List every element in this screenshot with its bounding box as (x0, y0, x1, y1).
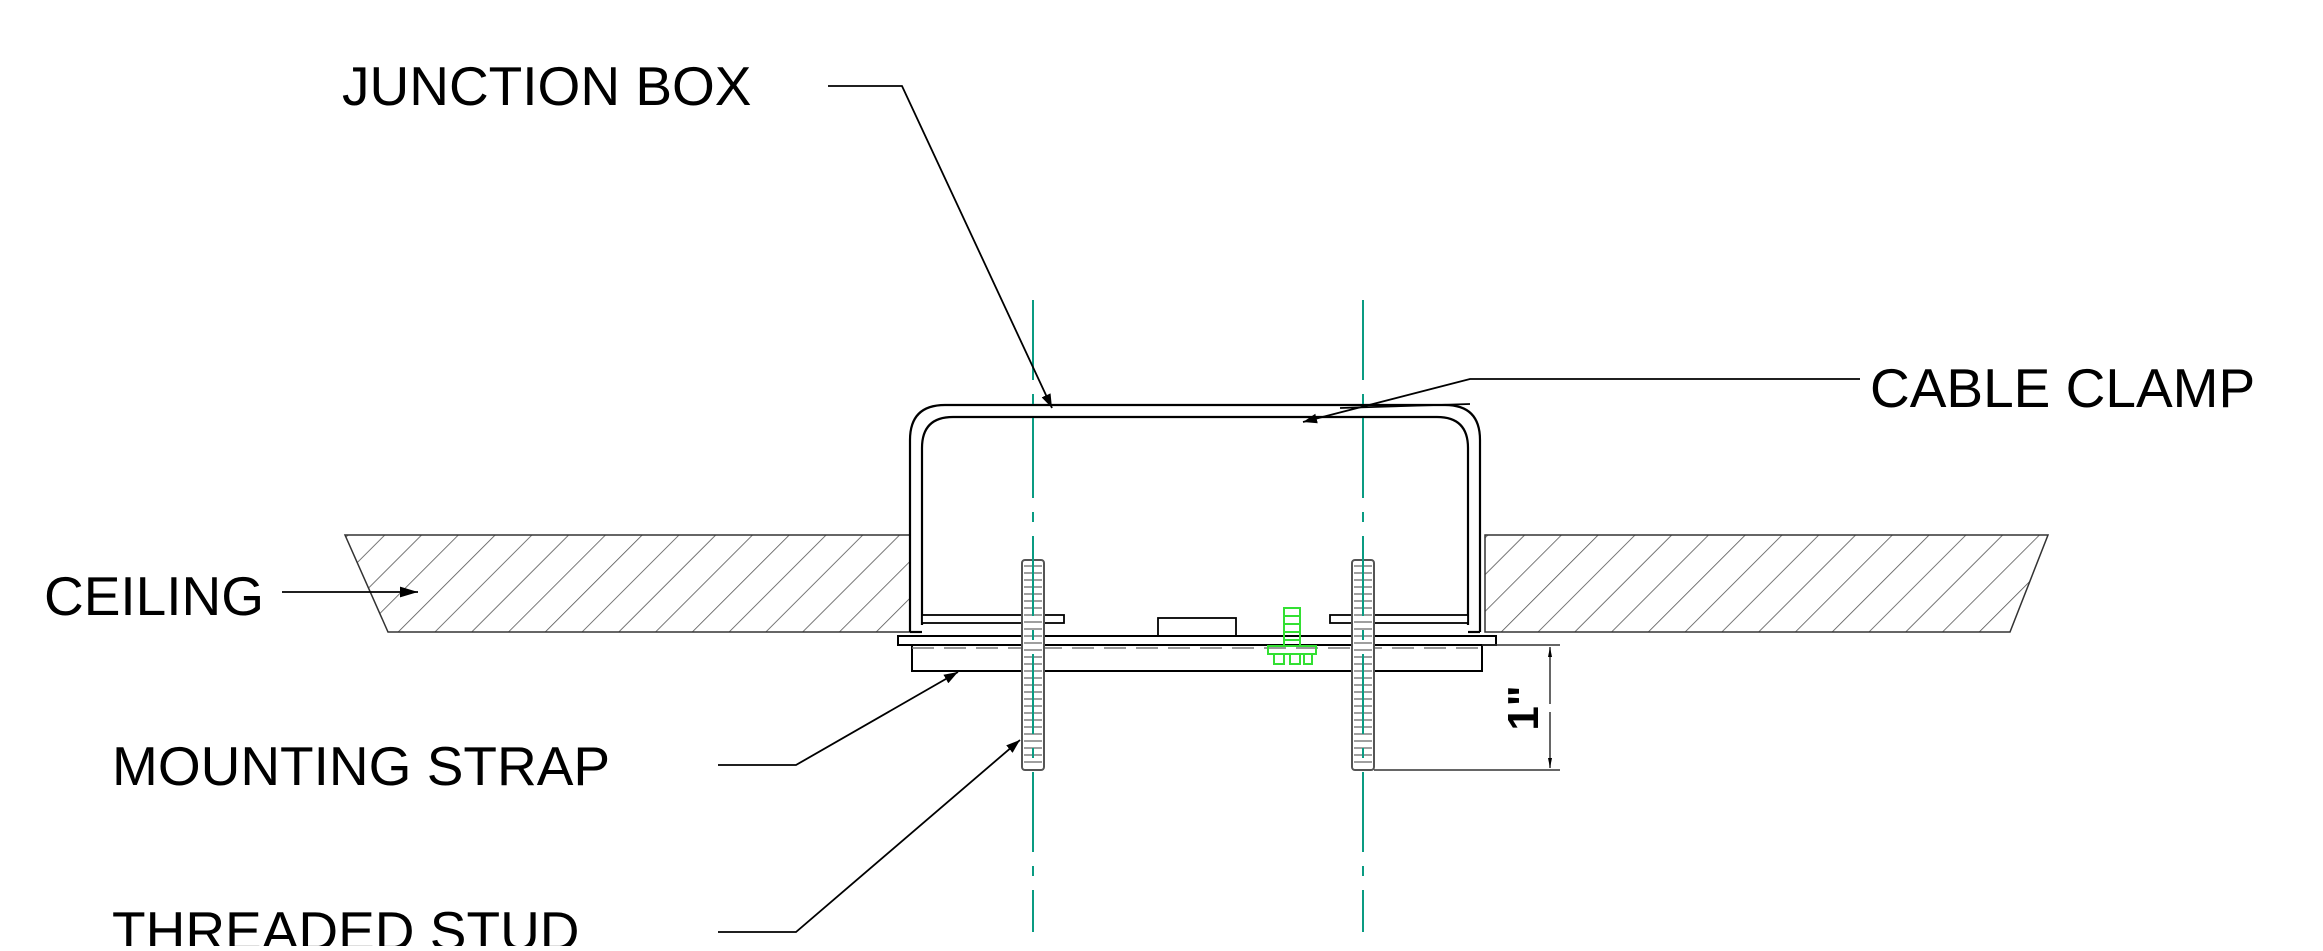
mounting-strap-label: MOUNTING STRAP (112, 735, 610, 797)
strap-top-plate (897, 635, 1497, 646)
cable-clamp-leader (1302, 378, 1860, 424)
ceiling-section (343, 534, 2050, 633)
mounting-strap (897, 635, 1497, 672)
leaders (282, 85, 1860, 933)
stud-tabs (921, 614, 1469, 639)
threaded-studs (1021, 559, 1375, 771)
left-stud-tab (921, 614, 1065, 624)
ceiling-right-hatch (1484, 534, 2050, 633)
junction-box-body (908, 403, 1482, 634)
ceiling-label: CEILING (44, 565, 264, 627)
cable-clamp-label: CABLE CLAMP (1870, 357, 2255, 419)
threaded-stud-leader (718, 739, 1021, 933)
dimension-1in (1374, 644, 1560, 771)
threaded-stud-label: THREADED STUD (112, 900, 580, 946)
centerlines (1032, 300, 1364, 932)
junction-box-leader (828, 85, 1053, 409)
box-inner-wall (920, 415, 1470, 625)
ceiling-left-hatch (343, 534, 911, 633)
right-stud-tab (1329, 614, 1469, 624)
ground-screw (1267, 607, 1317, 665)
junction-box-label: JUNCTION BOX (342, 55, 751, 117)
cable-clamp-leader-short (1339, 403, 1471, 409)
mounting-strap-leader (718, 671, 959, 766)
strap-body (911, 644, 1483, 672)
box-outer-wall (908, 403, 1482, 632)
dimension-text: 1" (1499, 685, 1548, 730)
